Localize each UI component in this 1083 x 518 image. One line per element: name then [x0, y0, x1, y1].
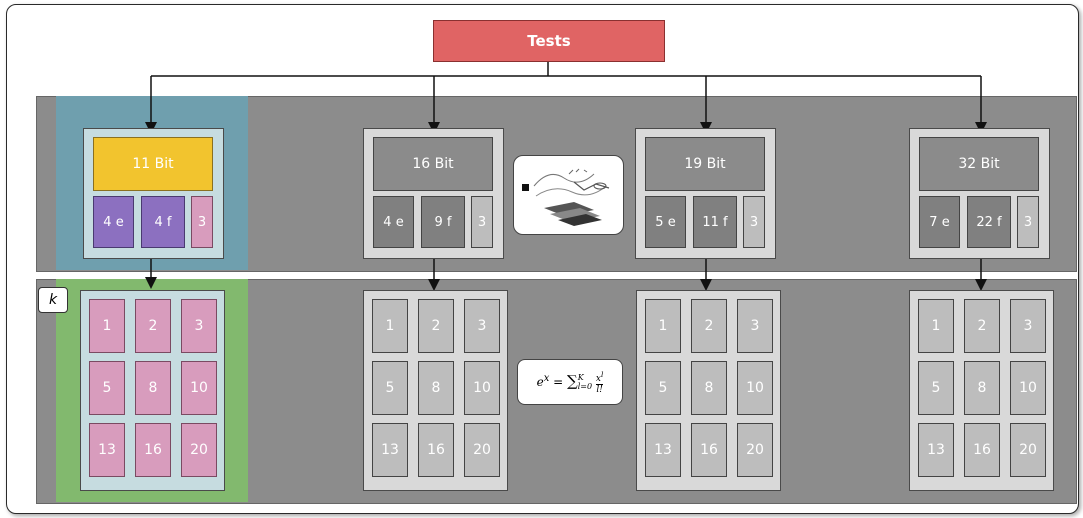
k-value-cell: 16 — [964, 423, 1000, 477]
k-value-cell: 2 — [135, 299, 171, 353]
k-value-cell: 3 — [181, 299, 217, 353]
formula-lhs: e — [536, 374, 544, 389]
k-value-cell: 13 — [89, 423, 125, 477]
bits-box: 19 Bit — [645, 137, 765, 191]
k-value-cell: 20 — [464, 423, 500, 477]
formula-lhs-exp: x — [543, 372, 550, 384]
k-value-cell: 2 — [418, 299, 454, 353]
k-value-cell: 5 — [372, 361, 408, 415]
k-value-cell: 5 — [918, 361, 954, 415]
k-value-cell: 16 — [418, 423, 454, 477]
tests-title-box: Tests — [433, 20, 665, 62]
exponent-box: 4 e — [373, 196, 414, 248]
formula-num: x — [595, 373, 601, 384]
sketch-icon — [522, 168, 610, 226]
k-value-cell: 20 — [737, 423, 773, 477]
sign-box: 3 — [191, 196, 213, 248]
exponent-box: 4 e — [93, 196, 134, 248]
k-value-cell: 10 — [1010, 361, 1046, 415]
k-value-cell: 2 — [964, 299, 1000, 353]
k-value-cell: 13 — [645, 423, 681, 477]
k-value-cell: 3 — [737, 299, 773, 353]
k-value-cell: 16 — [691, 423, 727, 477]
k-value-cell: 20 — [1010, 423, 1046, 477]
k-value-cell: 8 — [964, 361, 1000, 415]
fraction-box: 4 f — [141, 196, 185, 248]
k-value-cell: 3 — [464, 299, 500, 353]
formula-sum-sup: K — [577, 373, 584, 382]
k-value-cell: 20 — [181, 423, 217, 477]
sign-box: 3 — [743, 196, 765, 248]
sign-box: 3 — [471, 196, 493, 248]
k-value-cell: 1 — [918, 299, 954, 353]
exponent-box: 5 e — [645, 196, 686, 248]
fraction-box: 22 f — [967, 196, 1011, 248]
k-value-cell: 8 — [691, 361, 727, 415]
k-value-cell: 5 — [89, 361, 125, 415]
k-value-cell: 2 — [691, 299, 727, 353]
fraction-box: 11 f — [693, 196, 737, 248]
k-value-cell: 1 — [645, 299, 681, 353]
formula-sum-sub: l=0 — [577, 382, 593, 391]
exponent-box: 7 e — [919, 196, 960, 248]
k-value-cell: 10 — [464, 361, 500, 415]
k-value-cell: 16 — [135, 423, 171, 477]
sign-box: 3 — [1017, 196, 1039, 248]
bits-box: 11 Bit — [93, 137, 213, 191]
k-value-cell: 8 — [418, 361, 454, 415]
sketch-illustration — [513, 155, 624, 235]
fraction-box: 9 f — [421, 196, 465, 248]
formula-den: l! — [595, 383, 604, 395]
bits-box: 16 Bit — [373, 137, 493, 191]
bits-box: 32 Bit — [919, 137, 1039, 191]
k-value-cell: 3 — [1010, 299, 1046, 353]
k-value-cell: 10 — [737, 361, 773, 415]
k-value-cell: 13 — [372, 423, 408, 477]
k-value-cell: 10 — [181, 361, 217, 415]
formula-num-exp: l — [601, 369, 604, 379]
k-label: k — [38, 287, 68, 313]
k-value-cell: 5 — [645, 361, 681, 415]
k-value-cell: 1 — [372, 299, 408, 353]
k-value-cell: 8 — [135, 361, 171, 415]
k-value-cell: 1 — [89, 299, 125, 353]
k-value-cell: 13 — [918, 423, 954, 477]
